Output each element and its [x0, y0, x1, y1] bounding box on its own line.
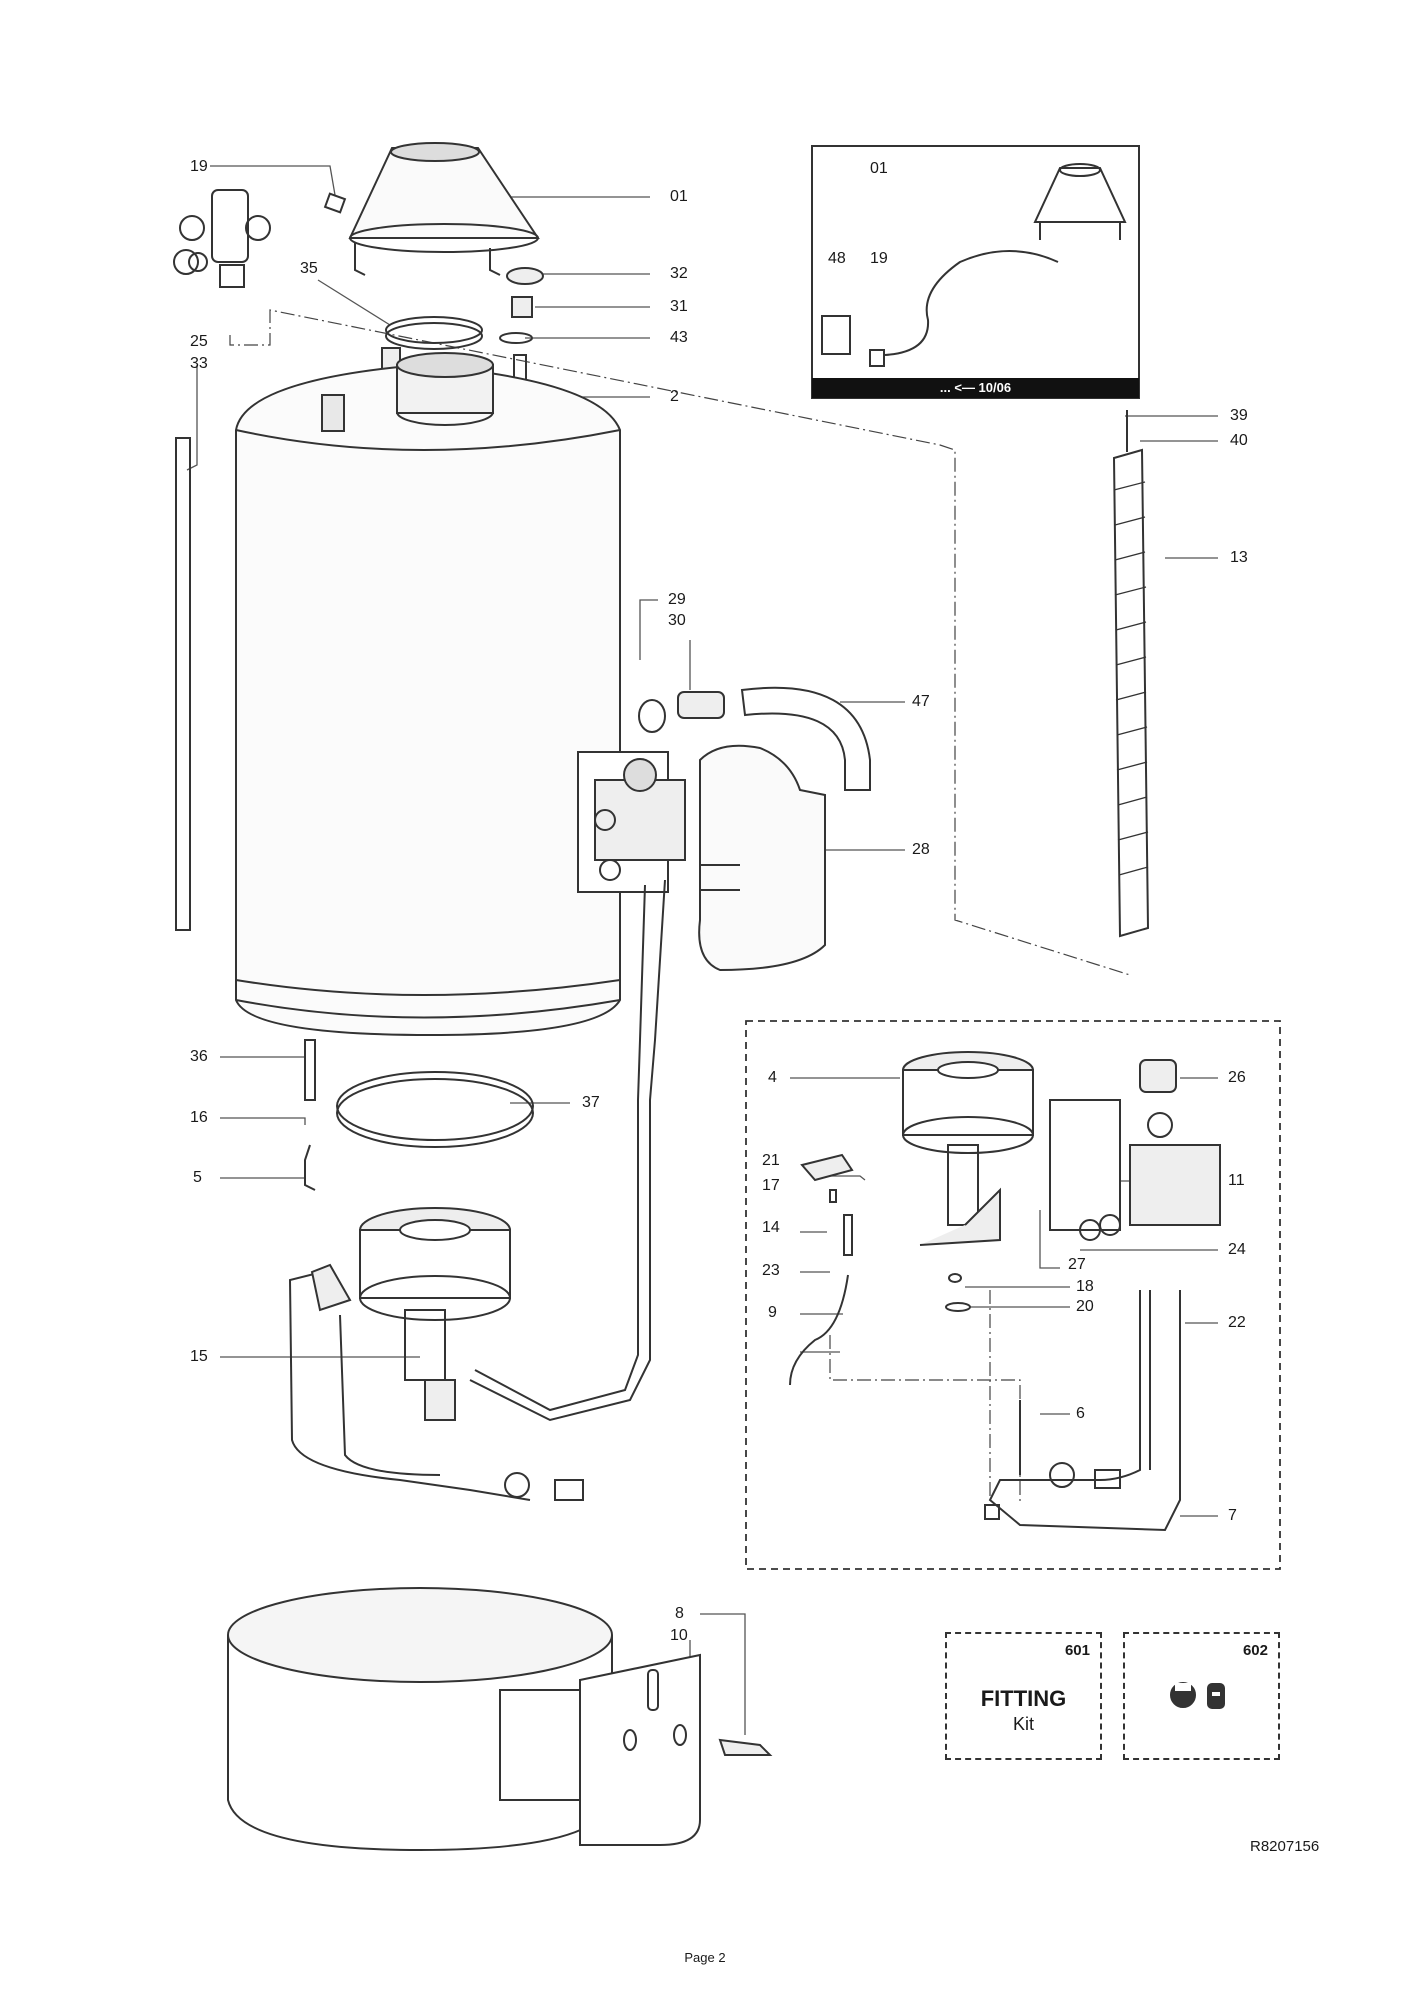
burner-15: [288, 1207, 584, 1501]
callout-7: 7: [1228, 1507, 1237, 1524]
callout-43: 43: [670, 329, 688, 346]
inset-revision-banner: ... <— 10/06: [812, 378, 1139, 398]
leader-lines: [186, 165, 1218, 1735]
ring-37: [336, 1071, 534, 1148]
nipple-icon: [1207, 1683, 1225, 1709]
fitting-29-30: [638, 691, 725, 733]
callout-6: 6: [1076, 1405, 1085, 1422]
side-strip: [175, 437, 191, 931]
callout-27: 27: [1068, 1256, 1086, 1273]
callout-2: 2: [670, 388, 679, 405]
callout-33: 33: [190, 355, 208, 372]
callout-24: 24: [1228, 1241, 1246, 1258]
plug-icon: [1170, 1682, 1196, 1708]
callout-31: 31: [670, 298, 688, 315]
callout-10: 10: [670, 1627, 688, 1644]
tank-body: [235, 352, 621, 1101]
callout-35: 35: [300, 260, 318, 277]
callout-47: 47: [912, 693, 930, 710]
callout-21: 21: [762, 1152, 780, 1169]
detail-box: [745, 1020, 1281, 1570]
callout-13: 13: [1230, 549, 1248, 566]
kit-number: 601: [1064, 1642, 1090, 1659]
callout-9: 9: [768, 1304, 777, 1321]
page-number: Page 2: [684, 1950, 726, 1965]
flue-hood-01: [348, 142, 540, 276]
kit-box-602: 602: [1123, 1632, 1280, 1760]
callout-37: 37: [582, 1094, 600, 1111]
inset-label-01: 01: [870, 160, 888, 177]
callout-14: 14: [762, 1219, 780, 1236]
callout-19: 19: [190, 158, 208, 175]
callout-16: 16: [190, 1109, 208, 1126]
bracket-5: [304, 1144, 316, 1191]
callout-29: 29: [668, 591, 686, 608]
baffle-13: [1112, 410, 1150, 938]
callout-18: 18: [1076, 1278, 1094, 1295]
callout-28: 28: [912, 841, 930, 858]
callout-25: 25: [190, 333, 208, 350]
callout-23: 23: [762, 1262, 780, 1279]
callout-8: 8: [675, 1605, 684, 1622]
tap-assembly: [173, 189, 347, 288]
kit-title: FITTING: [980, 1686, 1067, 1711]
inset-label-19: 19: [870, 250, 888, 267]
callout-11: 11: [1228, 1172, 1245, 1189]
gas-control-valve: [469, 751, 686, 1422]
callout-26: 26: [1228, 1069, 1246, 1086]
drawing-reference: R8207156: [1250, 1838, 1320, 1855]
callout-36: 36: [190, 1048, 208, 1065]
callout-32: 32: [670, 265, 688, 282]
callout-01: 01: [670, 188, 688, 205]
callout-30: 30: [668, 612, 686, 629]
inset-label-48: 48: [828, 250, 846, 267]
callout-5: 5: [193, 1169, 202, 1186]
inset-box: [811, 145, 1140, 399]
kit-box-601: 601 FITTING Kit: [945, 1632, 1102, 1760]
cover-28: [698, 744, 826, 972]
jacket-base: [227, 1587, 773, 1852]
callout-40: 40: [1230, 432, 1248, 449]
callout-17: 17: [762, 1177, 780, 1194]
callout-4: 4: [768, 1069, 777, 1086]
callout-22: 22: [1228, 1314, 1246, 1331]
kit-subtitle: Kit: [1012, 1714, 1034, 1734]
hose-47: [740, 686, 871, 791]
small-caps-32-31-43: [499, 267, 544, 428]
callout-20: 20: [1076, 1298, 1094, 1315]
kit-number: 602: [1242, 1642, 1268, 1659]
callout-15: 15: [190, 1348, 208, 1365]
callout-39: 39: [1230, 407, 1248, 424]
